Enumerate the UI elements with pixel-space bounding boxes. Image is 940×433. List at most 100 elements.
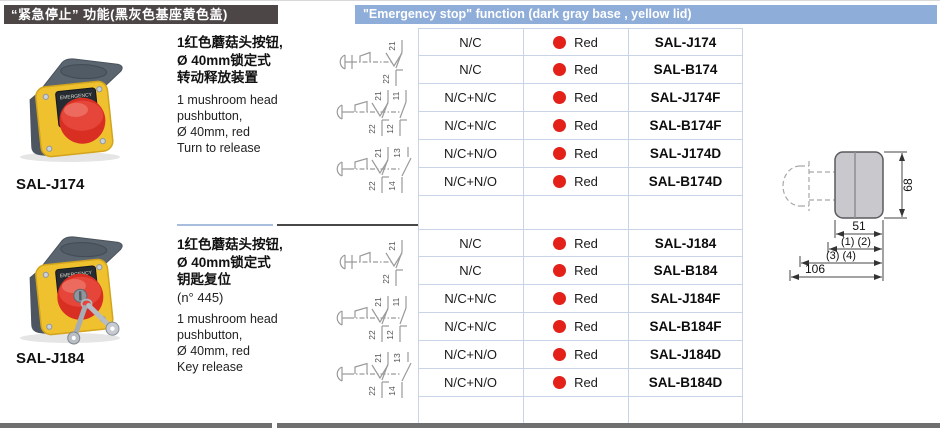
terminal-number: 21 <box>373 148 383 158</box>
color-label: Red <box>574 146 598 161</box>
color-cell: Red <box>523 230 628 256</box>
terminal-number: 14 <box>387 181 397 191</box>
terminal-number: 21 <box>387 41 397 51</box>
header-title-chinese: “紧急停止” 功能(黑灰色基座黄色盖) <box>4 5 278 24</box>
contact-diagram-nc-nc: 21 22 11 12 <box>336 296 407 342</box>
terminal-number: 21 <box>387 241 397 251</box>
terminal-number: 21 <box>373 91 383 101</box>
desc-zh-line: 转动释放装置 <box>177 70 258 85</box>
desc-en-line: pushbutton, <box>177 327 243 342</box>
header-title-english: "Emergency stop" function (dark gray bas… <box>355 5 937 24</box>
contact-diagram-nc-nc: 21 22 11 12 <box>336 90 407 136</box>
table-border <box>418 28 419 423</box>
contact-diagram-nc-no: 21 22 13 14 <box>336 147 412 193</box>
contact-diagram-nc: 21 22 <box>339 240 403 286</box>
bottom-rule-right <box>277 423 940 428</box>
color-cell: Red <box>523 341 628 368</box>
color-label: Red <box>574 90 598 105</box>
color-label: Red <box>574 319 598 334</box>
desc-zh-line: 1红色蘑菇头按钮, <box>177 237 283 252</box>
color-label: Red <box>574 291 598 306</box>
terminal-number: 11 <box>391 91 401 100</box>
color-label: Red <box>574 375 598 390</box>
contacts-cell: N/C+N/C <box>444 319 497 334</box>
red-dot-icon <box>553 91 567 104</box>
desc-en-line: Turn to release <box>177 140 261 155</box>
dim-height-label: 68 <box>901 178 915 192</box>
table-row: N/C+N/O Red SAL-B174D <box>418 168 743 196</box>
selection-table: N/C Red SAL-J174 N/C Red SAL-B174 N/C+N/… <box>418 28 743 423</box>
color-label: Red <box>574 62 598 77</box>
red-dot-icon <box>553 264 567 277</box>
terminal-number: 21 <box>373 353 383 363</box>
color-cell: Red <box>523 257 628 284</box>
contact-diagram-nc-no: 21 22 13 14 <box>336 352 412 398</box>
model-cell: SAL-J184D <box>649 347 722 362</box>
table-row: N/C+N/C Red SAL-B174F <box>418 112 743 140</box>
contacts-cell: N/C <box>459 62 482 77</box>
color-cell: Red <box>523 285 628 312</box>
red-dot-icon <box>553 63 567 76</box>
group-divider-blue <box>177 224 273 226</box>
color-label: Red <box>574 118 598 133</box>
model-cell: SAL-B184F <box>649 319 722 334</box>
color-cell: Red <box>523 313 628 340</box>
model-cell: SAL-J174F <box>650 90 721 105</box>
desc-zh-line: Ø 40mm锁定式 <box>177 52 271 68</box>
table-border <box>742 28 743 423</box>
color-label: Red <box>574 347 598 362</box>
color-cell: Red <box>523 369 628 396</box>
model-cell: SAL-B174F <box>649 118 722 133</box>
terminal-number: 22 <box>381 274 391 284</box>
red-dot-icon <box>553 292 567 305</box>
desc-en-line: Ø 40mm, red <box>177 343 250 358</box>
contact-diagram-nc: 21 22 <box>339 40 403 86</box>
model-cell: SAL-J184F <box>650 291 721 306</box>
terminal-number: 13 <box>392 353 402 363</box>
contacts-cell: N/C+N/O <box>443 174 498 189</box>
color-label: Red <box>574 174 598 189</box>
terminal-number: 12 <box>385 330 395 340</box>
table-row: N/C Red SAL-B174 <box>418 56 743 84</box>
color-cell: Red <box>523 29 628 55</box>
color-label: Red <box>574 235 598 251</box>
terminal-number: 22 <box>367 181 377 191</box>
terminal-number: 22 <box>367 124 377 134</box>
contacts-cell: N/C+N/C <box>444 118 497 133</box>
mushroom-profile-dashed <box>782 161 835 211</box>
dim-width-label: 51 <box>852 219 866 233</box>
table-row: N/C Red SAL-J184 <box>418 229 743 257</box>
red-dot-icon <box>553 175 567 188</box>
contacts-cell: N/C+N/C <box>444 291 497 306</box>
terminal-number: 12 <box>385 124 395 134</box>
desc-zh-line: 1红色蘑菇头按钮, <box>177 35 283 50</box>
table-row: N/C Red SAL-B184 <box>418 257 743 285</box>
desc-en-line: 1 mushroom head <box>177 311 278 326</box>
table-row: N/C+N/O Red SAL-J174D <box>418 140 743 168</box>
bottom-rule-left <box>0 423 272 428</box>
contacts-cell: N/C <box>459 236 482 251</box>
product-photo-sal-j174: EMERGENCY STOP <box>20 58 123 162</box>
terminal-number: 14 <box>387 386 397 396</box>
red-dot-icon <box>553 320 567 333</box>
table-row: N/C+N/O Red SAL-B184D <box>418 369 743 397</box>
red-dot-icon <box>553 119 567 132</box>
color-label: Red <box>574 34 598 50</box>
contacts-cell: N/C <box>459 35 482 50</box>
desc-en-line: Ø 40mm, red <box>177 124 250 139</box>
product-photo-sal-j184: EMERGENCY STOP <box>20 236 123 345</box>
contacts-cell: N/C <box>459 263 482 278</box>
desc-en-line: pushbutton, <box>177 108 243 123</box>
model-cell: SAL-J184 <box>654 236 717 251</box>
model-cell: SAL-J174D <box>649 146 722 161</box>
dim-holes34-label: (3) (4) <box>826 250 856 262</box>
contacts-cell: N/C+N/O <box>443 375 498 390</box>
dimension-drawing: 68 51 (1) (2) (3) (4) 106 <box>782 151 915 281</box>
photo-button-label-line1: EMERGENCY <box>60 92 93 101</box>
red-dot-icon <box>553 35 567 49</box>
model-cell: SAL-B184D <box>648 375 723 390</box>
contacts-cell: N/C+N/O <box>443 347 498 362</box>
terminal-number: 22 <box>367 386 377 396</box>
contacts-cell: N/C+N/C <box>444 90 497 105</box>
product-model-label: SAL-J184 <box>16 350 85 367</box>
